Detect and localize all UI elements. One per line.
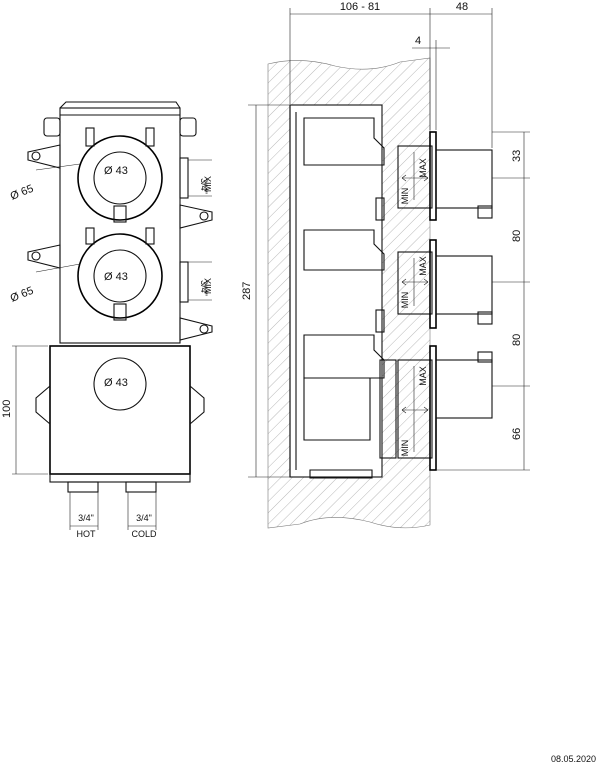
mix-b-size: 3/4" — [199, 280, 209, 296]
upper-valve — [35, 127, 163, 223]
handle-2 — [435, 255, 493, 325]
adjust-range-2: MAX MIN — [397, 251, 433, 315]
top-depth-label: 106 - 81 — [340, 1, 380, 13]
adjust-range-3: MAX MIN — [397, 359, 433, 459]
max-label-2: MAX — [418, 256, 428, 276]
handle-3 — [435, 351, 493, 419]
small-offset-label: 4 — [415, 35, 421, 47]
dia-43-lower-label: Ø 43 — [104, 271, 128, 283]
cold-size: 3/4" — [136, 513, 152, 523]
cold-label: COLD — [131, 529, 157, 539]
dia-43-housing-label: Ø 43 — [104, 377, 128, 389]
spacing-80-upper-label: 80 — [511, 230, 523, 242]
max-label-3: MAX — [418, 366, 428, 386]
max-label-1: MAX — [418, 158, 428, 178]
top-projection-label: 48 — [456, 1, 468, 13]
spacing-80-lower-label: 80 — [511, 334, 523, 346]
min-label-2: MIN — [400, 292, 410, 309]
hot-size: 3/4" — [78, 513, 94, 523]
spacing-66-label: 66 — [511, 428, 523, 440]
mix-a-size: 3/4" — [199, 178, 209, 194]
valve-body-outline — [59, 107, 181, 344]
hot-label: HOT — [77, 529, 97, 539]
height-287-label: 287 — [241, 282, 253, 300]
adjust-range-1: MAX MIN — [397, 145, 433, 209]
dia-65-upper-label: Ø 65 — [9, 183, 36, 203]
drawing-date: 08.05.2020 — [551, 754, 596, 764]
dia-65-lower-label: Ø 65 — [9, 285, 36, 305]
mounting-lugs — [27, 117, 213, 341]
front-view: Ø 43 Ø 43 Ø 43 Ø 65 Ø 65 100 3/4" MIX 3/… — [1, 101, 213, 539]
spacing-33-label: 33 — [511, 150, 523, 162]
mix-b-label: MIX — [203, 278, 213, 294]
mix-a-label: MIX — [203, 176, 213, 192]
min-label-3: MIN — [400, 440, 410, 457]
min-label-1: MIN — [400, 188, 410, 205]
handle-1 — [435, 149, 493, 219]
dia-43-upper-label: Ø 43 — [104, 165, 128, 177]
thermostatic-housing — [35, 345, 205, 493]
height-100-label: 100 — [1, 400, 13, 418]
side-view: MAX MIN MAX MIN MAX MIN — [241, 1, 530, 529]
lower-valve — [35, 227, 163, 321]
